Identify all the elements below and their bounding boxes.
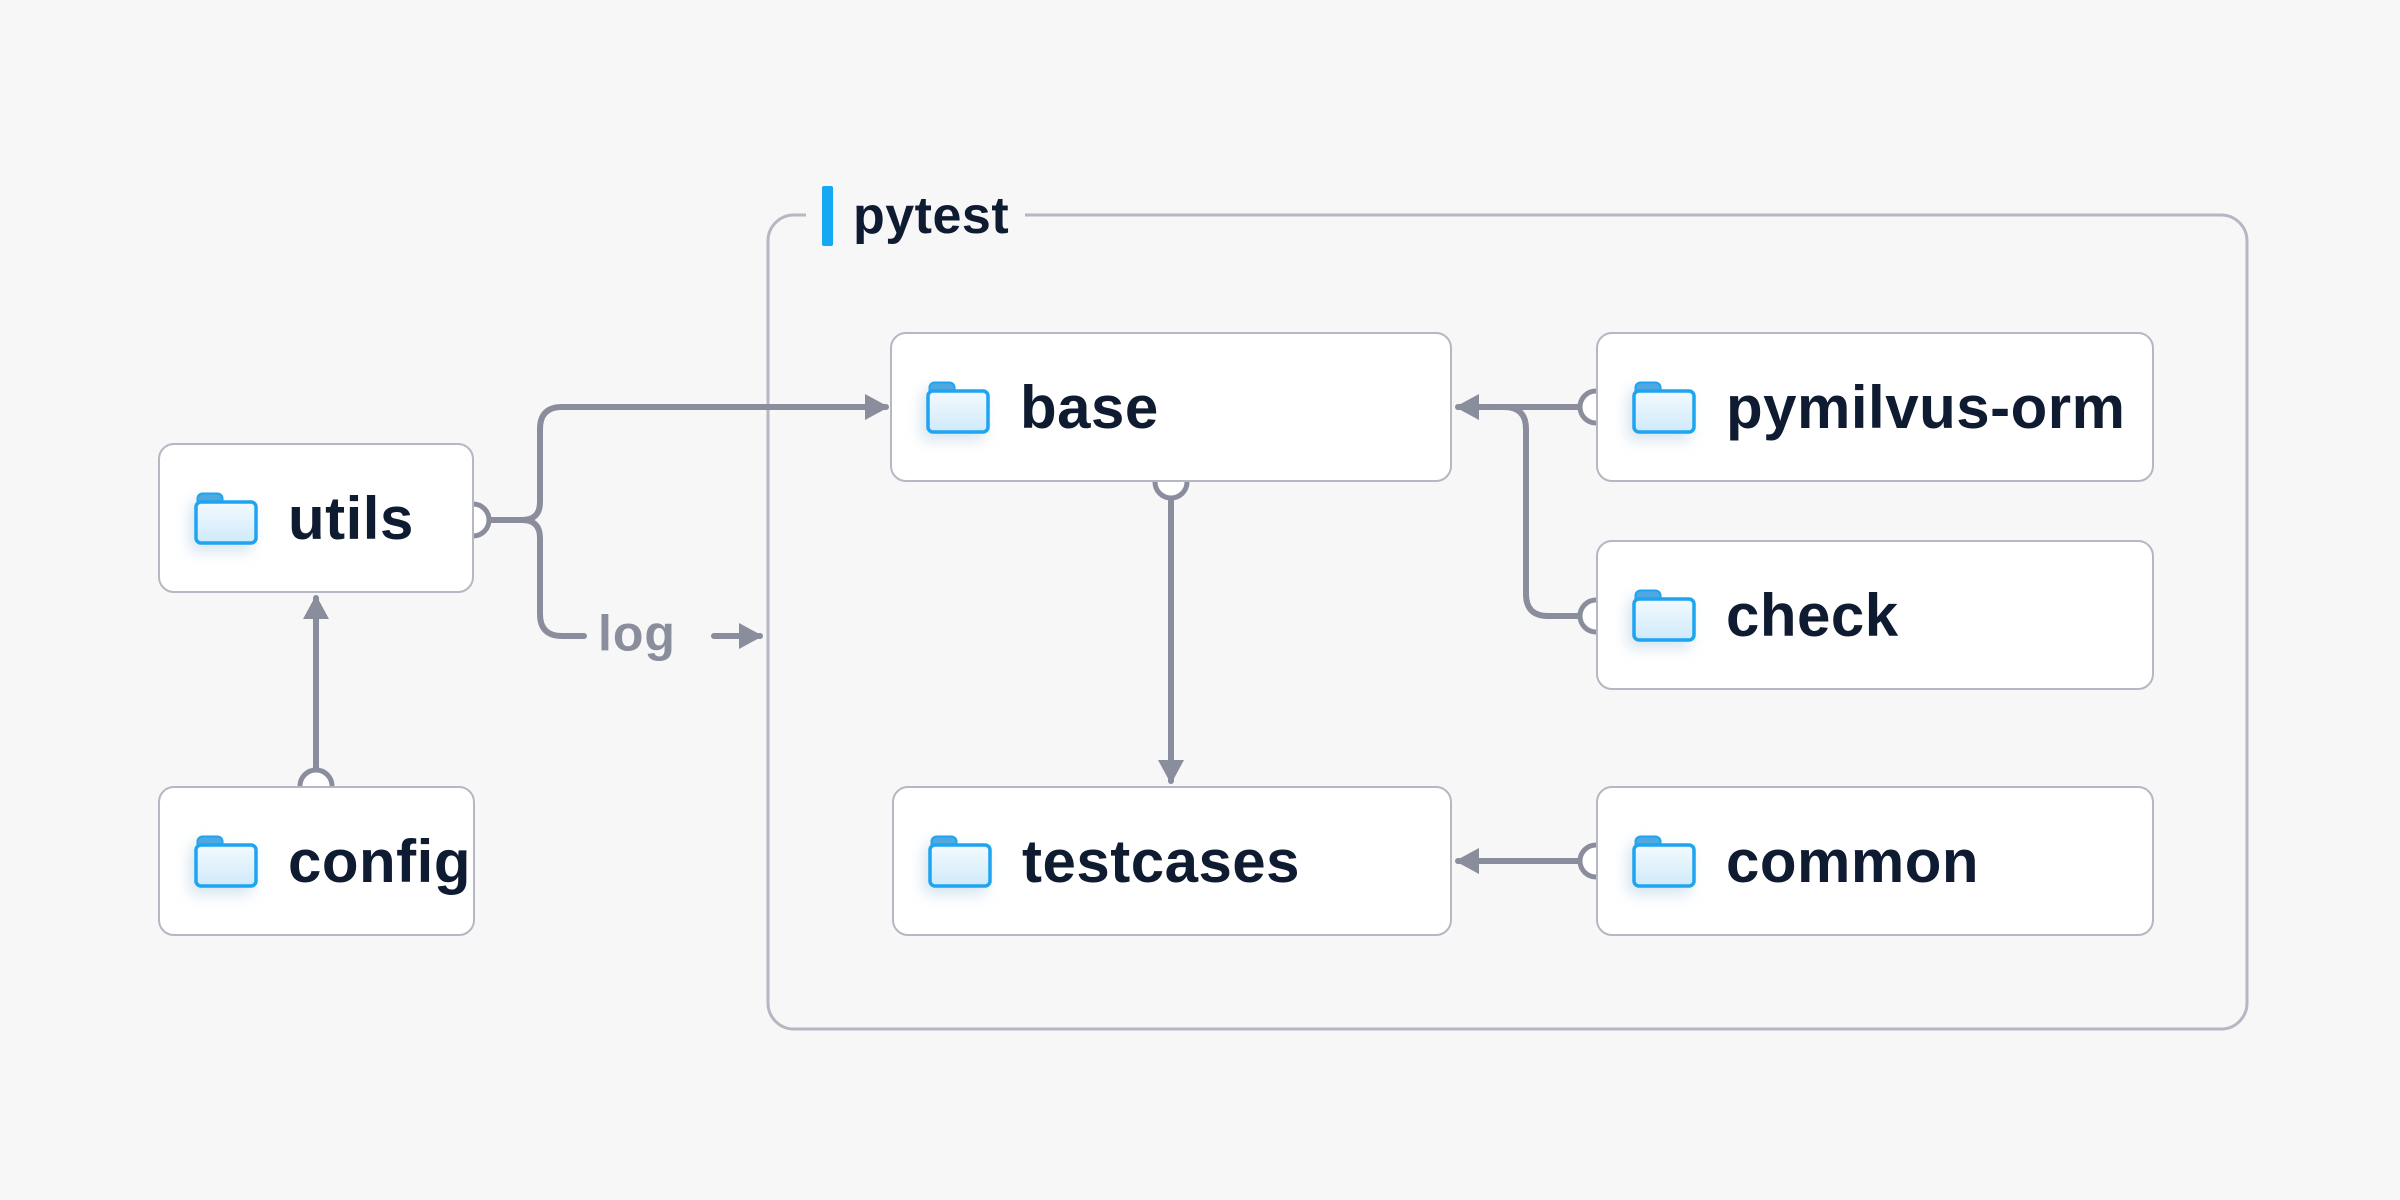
node-label: check (1726, 581, 1899, 649)
folder-icon (1632, 380, 1696, 434)
edge-check-to-base (1493, 404, 1583, 619)
node-label: base (1020, 373, 1159, 441)
pytest-group-title: pytest (853, 187, 1010, 245)
accent-bar-icon (822, 186, 833, 246)
node-common: common (1596, 786, 2154, 936)
edge-utils-to-log (519, 517, 587, 639)
folder-icon (928, 834, 992, 888)
edge-label-log: log (598, 605, 676, 662)
node-config: config (158, 786, 475, 936)
edge-utils-to-base (519, 394, 889, 523)
folder-icon (194, 834, 258, 888)
node-label: common (1726, 827, 1980, 895)
node-testcases: testcases (892, 786, 1452, 936)
node-label: utils (288, 484, 414, 552)
node-pymilvus-orm: pymilvus-orm (1596, 332, 2154, 482)
pytest-group-label: pytest (806, 181, 1026, 251)
folder-icon (1632, 834, 1696, 888)
node-label: config (288, 827, 471, 895)
folder-icon (1632, 588, 1696, 642)
node-check: check (1596, 540, 2154, 690)
pytest-group-outline (766, 213, 2249, 1031)
node-utils: utils (158, 443, 474, 593)
folder-icon (926, 380, 990, 434)
node-label: testcases (1022, 827, 1301, 895)
folder-icon (194, 491, 258, 545)
node-base: base (890, 332, 1452, 482)
node-label: pymilvus-orm (1726, 373, 2126, 441)
